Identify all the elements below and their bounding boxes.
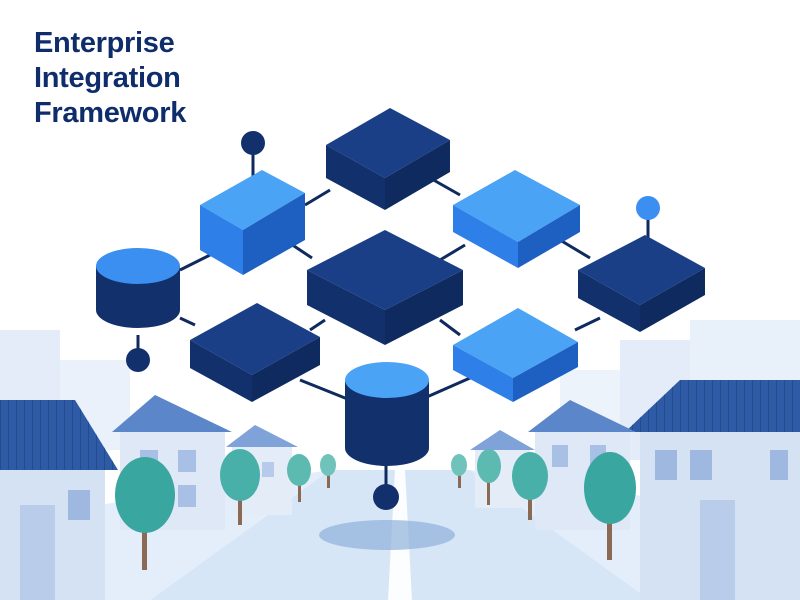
- title-line: Framework: [34, 97, 187, 129]
- server-block-icon: [326, 108, 450, 210]
- network-shadow: [319, 520, 455, 550]
- server-block-icon: [200, 170, 305, 275]
- tree-icon: [512, 452, 548, 520]
- tree-icon: [584, 452, 636, 560]
- node-pin-icon: [373, 484, 399, 510]
- network-connectors: [136, 147, 650, 490]
- node-pin-icon: [241, 131, 265, 155]
- title-line: Integration: [34, 62, 181, 94]
- tree-icon: [477, 449, 501, 505]
- server-block-icon: [453, 170, 580, 268]
- tree-icon: [115, 457, 175, 570]
- database-icon: [96, 248, 180, 328]
- server-block-icon: [190, 303, 320, 402]
- node-pin-icon: [636, 196, 660, 220]
- trees: [115, 449, 636, 570]
- node-pin-icon: [126, 348, 150, 372]
- title-line: Enterprise: [34, 27, 175, 59]
- server-block-icon: [578, 235, 705, 332]
- node-pins: [126, 131, 660, 510]
- page-title: Enterprise Integration Framework: [34, 26, 186, 131]
- database-icon: [345, 362, 429, 466]
- tree-icon: [287, 454, 311, 502]
- house-left-large: [0, 400, 118, 600]
- server-block-icon: [307, 230, 463, 345]
- tree-icon: [320, 454, 336, 488]
- tree-icon: [220, 449, 260, 525]
- house-right-large: [625, 380, 800, 600]
- tree-icon: [451, 454, 467, 488]
- server-block-icon: [453, 308, 578, 402]
